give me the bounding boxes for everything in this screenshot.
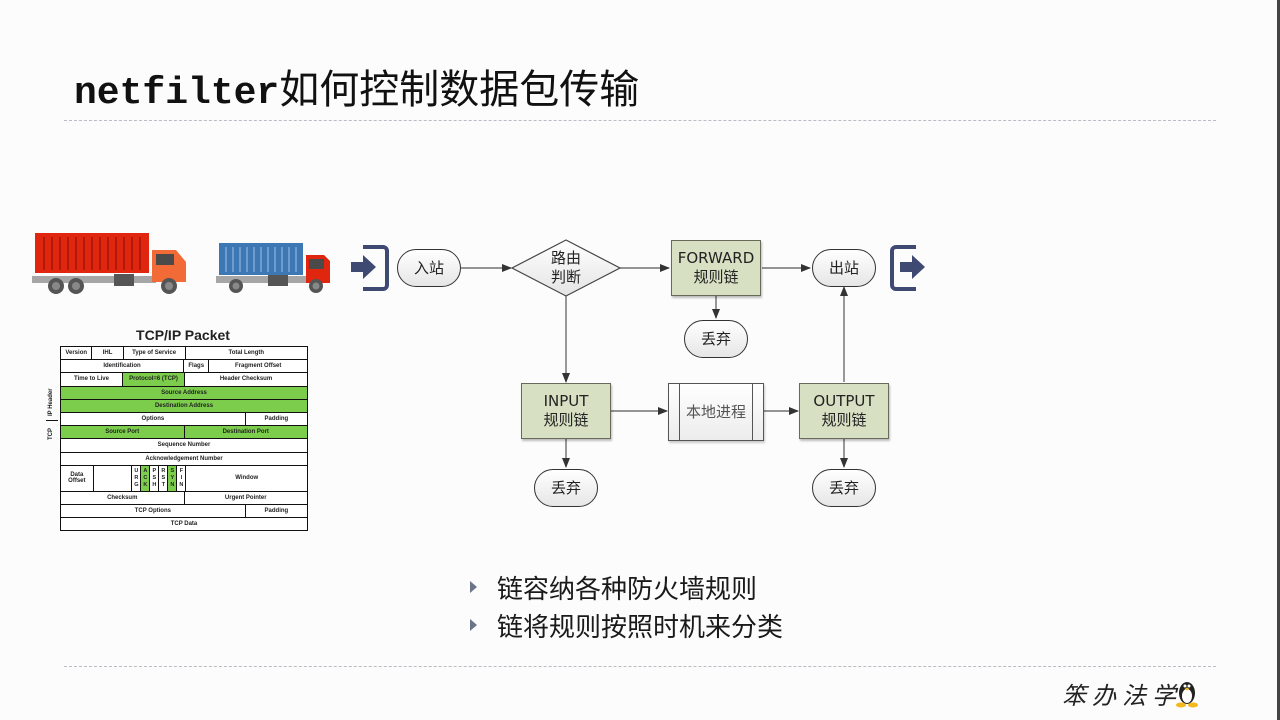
ingress-node: 入站: [397, 249, 461, 287]
local-process-node: 本地进程: [668, 383, 764, 441]
output-chain-sub: 规则链: [821, 411, 867, 429]
packet-row: TCP Data: [61, 518, 307, 530]
forward-drop-label: 丢弃: [700, 329, 731, 348]
packet-field-reserved: [94, 465, 133, 491]
input-drop-node: 丢弃: [534, 469, 598, 507]
packet-field: Identification: [61, 360, 184, 373]
packet-field: TCP Data: [170, 521, 198, 528]
packet-field: Checksum: [61, 491, 185, 504]
bullet-arrow-icon: [470, 619, 477, 631]
bullet-item: 链将规则按照时机来分类: [470, 606, 783, 644]
bullet-item: 链容纳各种防火墙规则: [470, 568, 783, 606]
packet-field: Urgent Pointer: [224, 494, 267, 501]
footer-divider: [64, 666, 1216, 667]
packet-field: Total Length: [228, 350, 265, 357]
packet-field: Time to Live: [61, 373, 123, 386]
packet-row: Acknowledgement Number: [61, 453, 307, 466]
bullet-list: 链容纳各种防火墙规则 链将规则按照时机来分类: [470, 568, 783, 644]
packet-field: TCP Options: [61, 504, 246, 518]
sign-out-icon: [890, 245, 925, 291]
output-drop-node: 丢弃: [812, 469, 876, 507]
packet-row: TCP Options Padding: [61, 504, 307, 519]
routing-decision-diamond: [510, 239, 622, 297]
footer-logo: 笨办法学: [1062, 682, 1182, 710]
packet-field: Sequence Number: [157, 442, 211, 449]
packet-field: Type of Service: [124, 347, 186, 360]
packet-field: Acknowledgement Number: [145, 455, 223, 462]
packet-row: Options Padding: [61, 412, 307, 427]
ip-tcp-divider: [46, 420, 58, 421]
output-chain: OUTPUT 规则链: [799, 383, 889, 439]
forward-chain: FORWARD 规则链: [671, 240, 761, 296]
forward-drop-node: 丢弃: [684, 320, 748, 358]
red-truck-icon: [32, 233, 186, 294]
forward-chain-sub: 规则链: [693, 268, 739, 286]
packet-field: Source Address: [61, 386, 307, 399]
routing-line-2: 判断: [550, 268, 581, 286]
packet-row: Destination Address: [61, 399, 307, 413]
routing-line-1: 路由: [550, 249, 581, 267]
packet-field: IHL: [92, 347, 124, 360]
title-netfilter: netfilter: [74, 72, 280, 115]
packet-field: Source Port: [61, 426, 185, 439]
title-divider: [64, 120, 1216, 121]
packet-title: TCP/IP Packet: [136, 327, 230, 343]
slide-edge: [1277, 0, 1280, 720]
packet-row: Checksum Urgent Pointer: [61, 491, 307, 505]
packet-field: Header Checksum: [219, 376, 273, 383]
ingress-label: 入站: [413, 258, 444, 277]
packet-field-data-offset: Data Offset: [61, 465, 94, 491]
packet-field: Destination Port: [184, 426, 307, 439]
bullet-arrow-icon: [470, 581, 477, 593]
packet-field: Padding: [264, 507, 289, 514]
input-chain-sub: 规则链: [543, 411, 589, 429]
packet-field-window: Window: [235, 475, 259, 482]
packet-field: Fragment Offset: [235, 363, 282, 370]
input-chain-name: INPUT: [543, 392, 589, 410]
packet-field: Flags: [184, 360, 210, 373]
input-chain: INPUT 规则链: [521, 383, 611, 439]
slide-title: netfilter如何控制数据包传输: [74, 62, 639, 122]
output-chain-name: OUTPUT: [813, 392, 875, 410]
packet-field: Protocol=6 (TCP): [123, 373, 185, 386]
packet-field: Version: [61, 347, 93, 360]
routing-decision-label: 路由 判断: [536, 248, 596, 288]
blue-truck-icon: [216, 243, 330, 293]
packet-field: Destination Address: [61, 399, 307, 412]
bullet-text: 链将规则按照时机来分类: [497, 612, 784, 643]
title-text: 如何控制数据包传输: [279, 67, 640, 113]
input-drop-label: 丢弃: [550, 478, 581, 497]
packet-field: Options: [61, 412, 246, 426]
output-drop-label: 丢弃: [828, 478, 859, 497]
bullet-text: 链容纳各种防火墙规则: [497, 574, 758, 605]
packet-field: Padding: [264, 416, 289, 423]
tux-penguin-icon: [1176, 682, 1198, 708]
packet-row: Source Address: [61, 386, 307, 400]
egress-node: 出站: [812, 249, 876, 287]
packet-row: Sequence Number: [61, 439, 307, 453]
forward-chain-name: FORWARD: [677, 249, 755, 267]
egress-label: 出站: [828, 258, 859, 277]
sign-in-icon: [351, 245, 389, 291]
local-process-label: 本地进程: [685, 402, 746, 421]
